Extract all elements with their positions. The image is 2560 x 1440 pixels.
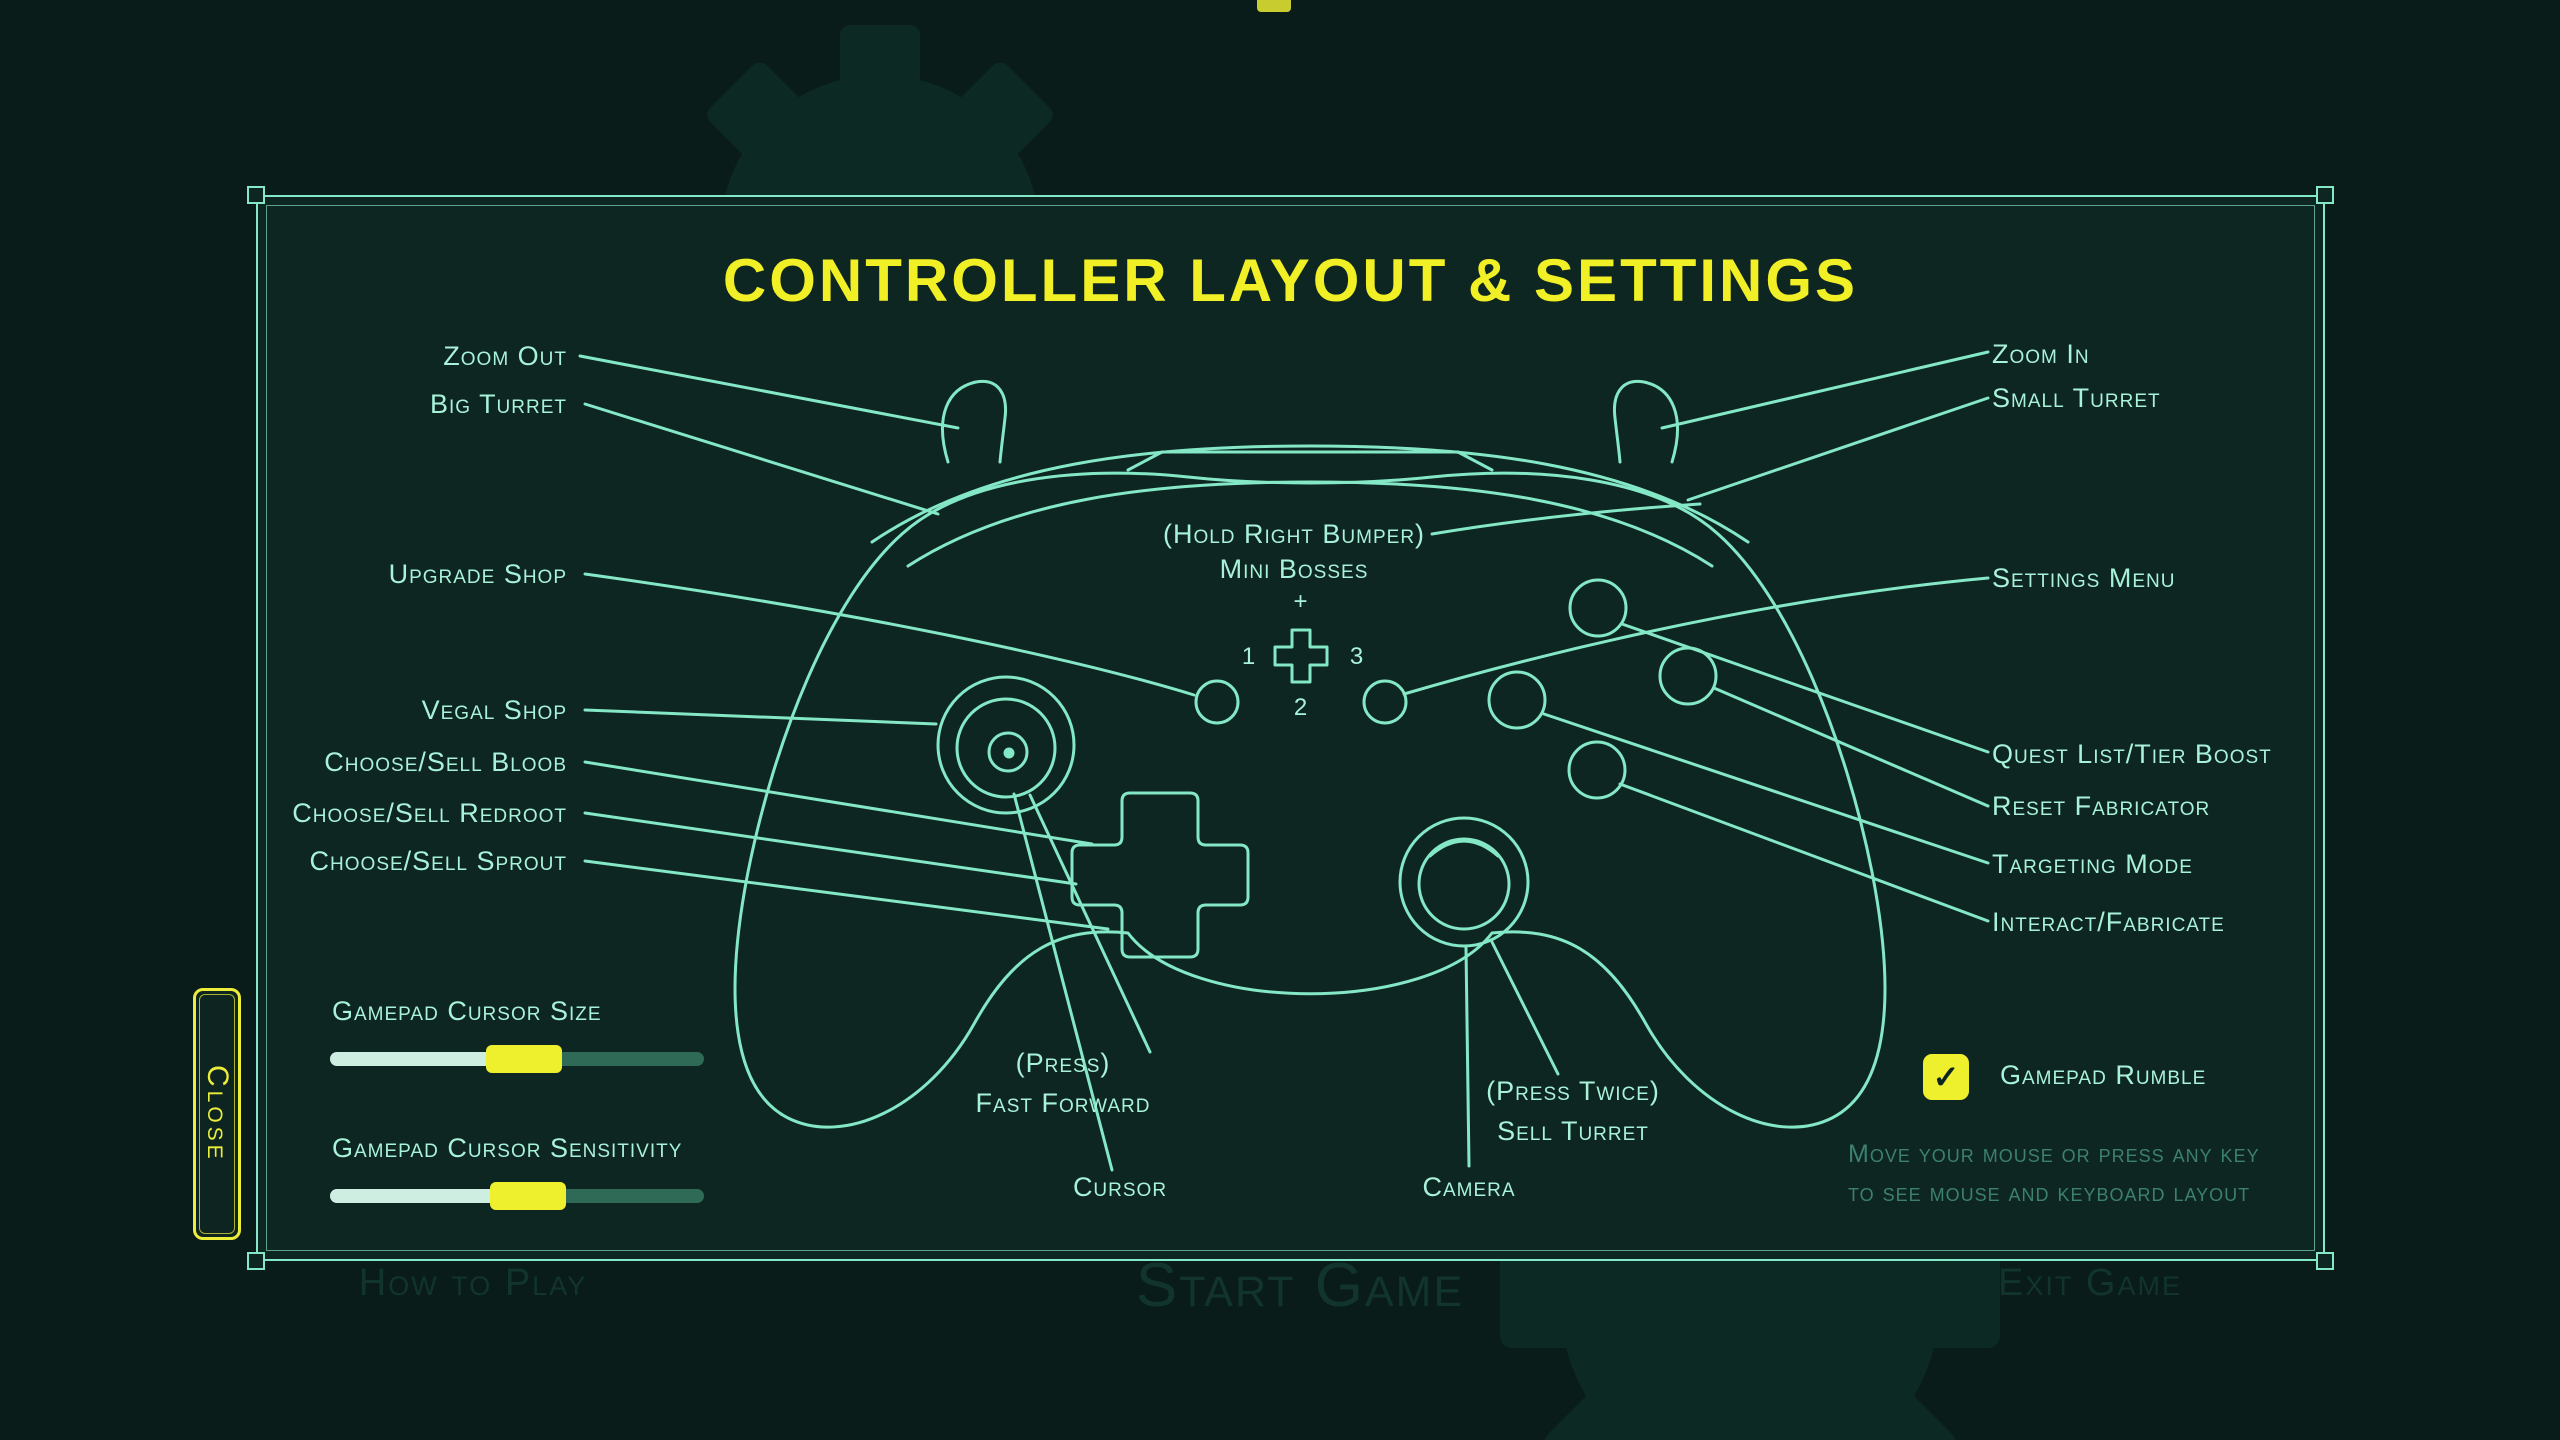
panel-corner xyxy=(2316,186,2334,204)
cursor-size-label: Gamepad Cursor Size xyxy=(332,996,602,1026)
background-menu-start-game: Start Game xyxy=(1135,1251,1465,1320)
callout-mini-bosses: Mini Bosses xyxy=(1219,554,1369,584)
callout-targeting-mode: Targeting Mode xyxy=(1992,849,2193,879)
close-button-label: Close xyxy=(201,1065,234,1163)
callout-reset-fabricator: Reset Fabricator xyxy=(1992,791,2211,821)
callout-right-stick-press-note: (Press Twice) xyxy=(1486,1076,1660,1106)
background-logo-fragment xyxy=(1257,0,1291,12)
dpad-left-label: 1 xyxy=(1241,643,1257,670)
slider-handle[interactable] xyxy=(486,1045,563,1073)
slider-fill xyxy=(330,1189,529,1203)
callout-choose-sell-redroot: Choose/Sell Redroot xyxy=(292,798,567,828)
cursor-sensitivity-label: Gamepad Cursor Sensitivity xyxy=(332,1133,683,1163)
input-switch-hint-line2: to see mouse and keyboard layout xyxy=(1848,1179,2251,1207)
check-icon: ✓ xyxy=(1932,1059,1960,1095)
close-button[interactable]: Close xyxy=(193,988,241,1240)
callout-hold-right-bumper: (Hold Right Bumper) xyxy=(1162,519,1426,549)
callout-camera: Camera xyxy=(1422,1172,1516,1202)
background-menu-exit-game: Exit Game xyxy=(1998,1262,2182,1304)
callout-sell-turret: Sell Turret xyxy=(1497,1116,1649,1146)
callout-zoom-in: Zoom In xyxy=(1992,339,2090,369)
cursor-size-slider[interactable] xyxy=(330,1045,704,1073)
panel-corner xyxy=(2316,1252,2334,1270)
callout-cursor: Cursor xyxy=(1072,1172,1168,1202)
callout-settings-menu: Settings Menu xyxy=(1992,563,2176,593)
slider-fill xyxy=(330,1052,525,1066)
input-switch-hint-line1: Move your mouse or press any key xyxy=(1848,1140,2260,1168)
callout-interact-fabricate: Interact/Fabricate xyxy=(1992,907,2225,937)
callout-choose-sell-sprout: Choose/Sell Sprout xyxy=(309,846,567,876)
dpad-down-label: 2 xyxy=(1293,694,1309,721)
callout-choose-sell-bloob: Choose/Sell Bloob xyxy=(324,747,567,777)
callout-left-stick-press-note: (Press) xyxy=(1015,1048,1111,1078)
cursor-sensitivity-slider[interactable] xyxy=(330,1182,704,1210)
gamepad-rumble-checkbox[interactable]: ✓ xyxy=(1923,1054,1969,1100)
panel-corner xyxy=(247,186,265,204)
panel-corner xyxy=(247,1252,265,1270)
callout-fast-forward: Fast Forward xyxy=(975,1088,1151,1118)
callout-quest-list-tier-boost: Quest List/Tier Boost xyxy=(1992,739,2272,769)
dpad-right-label: 3 xyxy=(1349,643,1365,670)
callout-vegal-shop: Vegal Shop xyxy=(421,695,567,725)
slider-handle[interactable] xyxy=(490,1182,567,1210)
callout-big-turret: Big Turret xyxy=(429,389,567,419)
callout-small-turret: Small Turret xyxy=(1992,383,2161,413)
background-menu-how-to-play: How to Play xyxy=(358,1262,588,1304)
page-title: CONTROLLER LAYOUT & SETTINGS xyxy=(722,247,1859,314)
callout-upgrade-shop: Upgrade Shop xyxy=(388,559,567,589)
dpad-up-label: + xyxy=(1293,588,1309,615)
gamepad-rumble-label: Gamepad Rumble xyxy=(2000,1060,2207,1090)
callout-zoom-out: Zoom Out xyxy=(443,341,567,371)
